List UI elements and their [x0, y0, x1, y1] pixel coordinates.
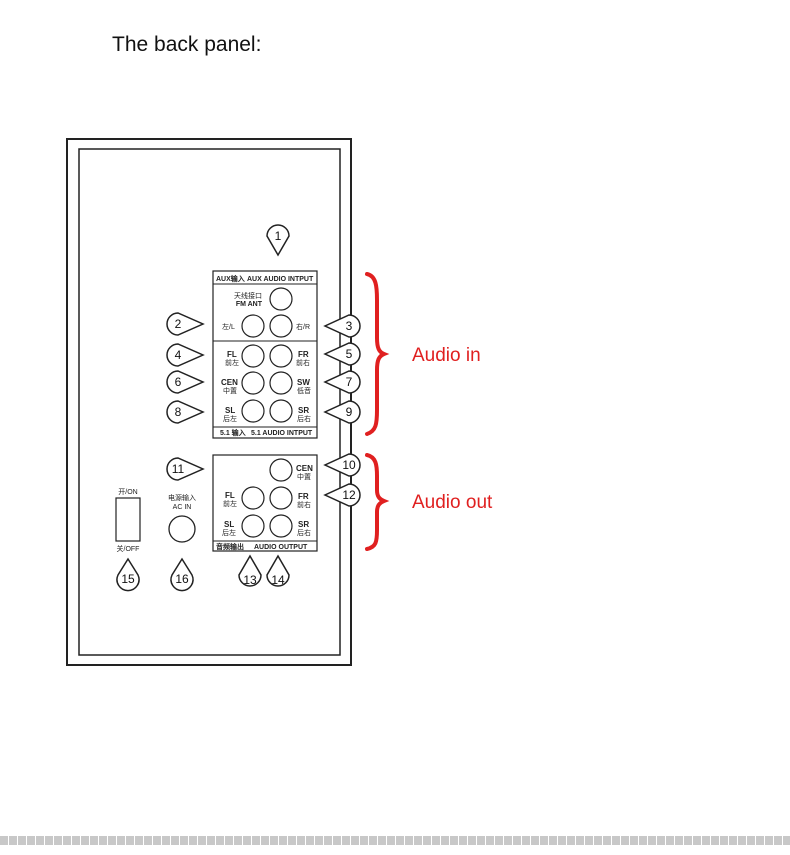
- in-sl-cn: 后左: [223, 414, 237, 423]
- out-cen-cn: 中置: [297, 472, 311, 481]
- out-fl-cn: 前左: [223, 499, 237, 508]
- bottom-divider-strip: [0, 836, 790, 845]
- callout-1: 1: [266, 224, 290, 257]
- svg-text:6: 6: [175, 375, 182, 389]
- audio-in-brace: [365, 272, 390, 436]
- callout-11: 11: [166, 457, 205, 481]
- svg-text:8: 8: [175, 405, 182, 419]
- in-fl-label: FL: [227, 350, 237, 359]
- in-sr-jack: [269, 399, 293, 423]
- aux-left-jack: [241, 314, 265, 338]
- audio-output-box: [212, 454, 318, 552]
- out-footer-en: AUDIO OUTPUT: [254, 544, 308, 551]
- power-on-label: 开/ON: [118, 488, 137, 496]
- aux-right-jack: [269, 314, 293, 338]
- in-fl-cn: 前左: [225, 358, 239, 367]
- svg-text:5: 5: [346, 347, 353, 361]
- svg-text:2: 2: [175, 317, 182, 331]
- out-cen-label: CEN: [296, 464, 313, 473]
- out-sr-cn: 后右: [297, 528, 311, 537]
- aux-left-label: 左/L: [222, 322, 235, 331]
- aux-header-cn: AUX输入: [216, 274, 245, 283]
- out-sr-jack: [269, 514, 293, 538]
- in-sr-label: SR: [298, 406, 309, 415]
- aux-right-label: 右/R: [296, 322, 310, 331]
- audio-in-annotation: Audio in: [412, 345, 481, 366]
- svg-text:16: 16: [175, 572, 189, 586]
- aux-header-en: AUX AUDIO INTPUT: [247, 276, 314, 283]
- in-cen-jack: [241, 371, 265, 395]
- callout-6: 6: [166, 370, 205, 394]
- in-cen-cn: 中置: [223, 386, 237, 395]
- out-cen-jack: [269, 458, 293, 482]
- audio-out-brace: [365, 453, 390, 551]
- svg-text:15: 15: [121, 572, 135, 586]
- callout-3: 3: [323, 314, 361, 338]
- in-fr-cn: 前右: [296, 358, 310, 367]
- callout-9: 9: [323, 400, 361, 424]
- in-fr-label: FR: [298, 350, 309, 359]
- power-off-label: 关/OFF: [117, 544, 140, 553]
- out-sl-label: SL: [224, 520, 234, 529]
- in-sw-label: SW: [297, 378, 310, 387]
- callout-16: 16: [170, 557, 194, 592]
- out-fr-label: FR: [298, 492, 309, 501]
- svg-text:14: 14: [271, 573, 285, 587]
- callout-13: 13: [238, 554, 262, 587]
- callout-5: 5: [323, 342, 361, 366]
- in-sl-label: SL: [225, 406, 235, 415]
- in-sl-jack: [241, 399, 265, 423]
- page-title: The back panel:: [112, 33, 262, 56]
- in-sw-jack: [269, 371, 293, 395]
- svg-text:7: 7: [346, 375, 353, 389]
- out-footer-cn: 音频输出: [216, 542, 244, 551]
- fm-ant-en: FM ANT: [236, 301, 263, 308]
- callout-4: 4: [166, 343, 205, 367]
- svg-text:1: 1: [275, 229, 282, 243]
- out-fr-jack: [269, 486, 293, 510]
- fm-ant-jack: [269, 287, 293, 311]
- in-fl-jack: [241, 344, 265, 368]
- audio-input-box: [212, 270, 318, 439]
- svg-text:11: 11: [172, 462, 185, 476]
- out-sl-cn: 后左: [222, 528, 236, 537]
- in-sr-cn: 后右: [297, 414, 311, 423]
- ac-in-label-en: AC IN: [173, 504, 192, 511]
- out-sr-label: SR: [298, 520, 309, 529]
- callout-7: 7: [323, 370, 361, 394]
- svg-text:12: 12: [342, 488, 356, 502]
- callout-14: 14: [266, 554, 290, 587]
- svg-text:4: 4: [175, 348, 182, 362]
- ac-in-socket: [168, 515, 196, 543]
- callout-10: 10: [323, 453, 361, 477]
- ac-in-label-cn: 电源输入: [168, 493, 196, 502]
- in-footer-en: 5.1 AUDIO INTPUT: [251, 430, 313, 437]
- callout-15: 15: [116, 557, 140, 592]
- out-sl-jack: [241, 514, 265, 538]
- out-fl-jack: [241, 486, 265, 510]
- power-switch: [115, 497, 141, 542]
- svg-text:10: 10: [342, 458, 356, 472]
- audio-out-annotation: Audio out: [412, 492, 493, 513]
- in-fr-jack: [269, 344, 293, 368]
- in-footer-cn: 5.1 输入: [220, 428, 246, 437]
- out-fr-cn: 前右: [297, 500, 311, 509]
- svg-text:13: 13: [243, 573, 257, 587]
- callout-2: 2: [166, 312, 205, 336]
- svg-text:3: 3: [346, 319, 353, 333]
- in-sw-cn: 低音: [297, 386, 311, 395]
- callout-8: 8: [166, 400, 205, 424]
- in-cen-label: CEN: [221, 378, 238, 387]
- out-fl-label: FL: [225, 491, 235, 500]
- svg-text:9: 9: [346, 405, 353, 419]
- callout-12: 12: [323, 483, 361, 507]
- fm-ant-cn: 天线接口: [234, 291, 262, 300]
